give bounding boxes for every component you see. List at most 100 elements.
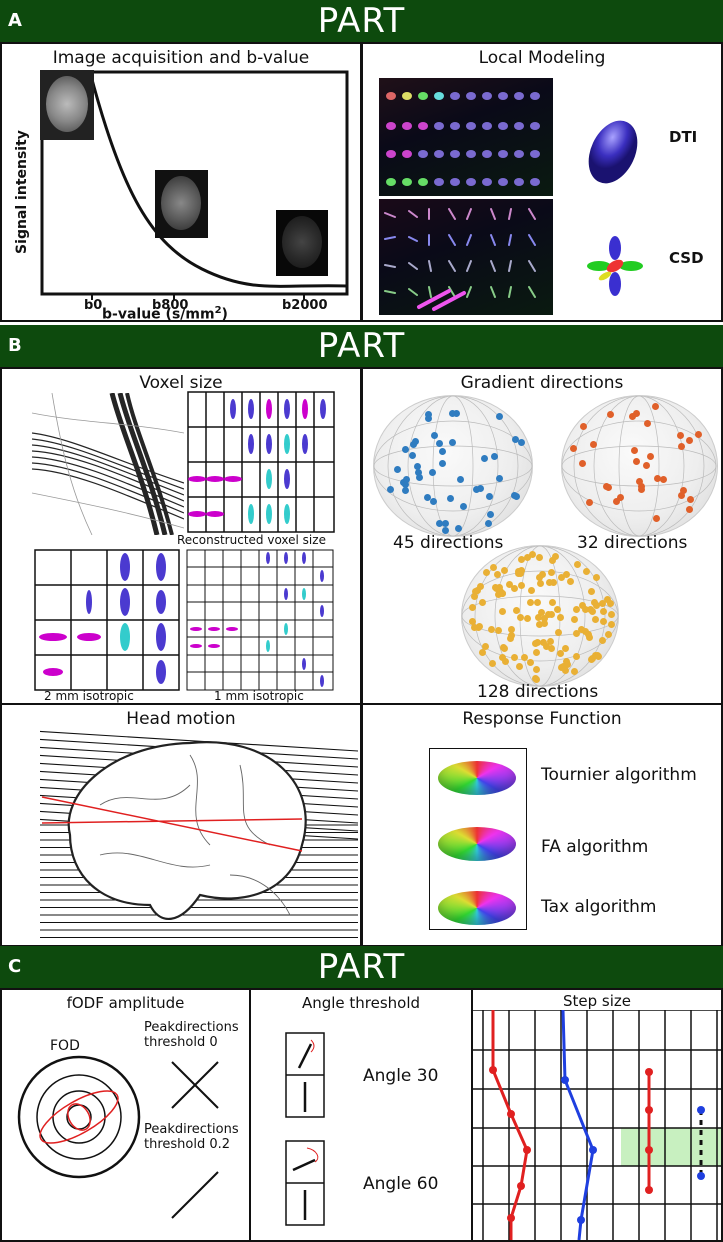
- head-motion-panel: Head motion: [0, 703, 362, 947]
- gradient-direction-point: [677, 442, 685, 450]
- gradient-direction-point: [500, 566, 508, 574]
- voxel-size-title: Voxel size: [139, 373, 223, 393]
- gradient-direction-point: [594, 652, 602, 660]
- gradient-direction-point: [603, 596, 611, 604]
- gradient-direction-point: [592, 616, 600, 624]
- gradient-direction-point: [629, 413, 637, 421]
- gradient-direction-point: [554, 606, 562, 614]
- gradient-direction-point: [527, 586, 535, 594]
- gradient-direction-point: [526, 659, 534, 667]
- gradient-direction-point: [491, 583, 499, 591]
- gradient-direction-point: [529, 550, 537, 558]
- gradient-direction-point: [653, 514, 661, 522]
- gradient-direction-point: [536, 579, 544, 587]
- tick-label-b800: b800: [152, 298, 189, 313]
- gradient-direction-point: [479, 649, 487, 657]
- gradient-direction-point: [685, 437, 693, 445]
- gradient-direction-point: [446, 494, 454, 502]
- gradient-direction-point: [608, 620, 616, 628]
- gradient-direction-point: [561, 644, 569, 652]
- gradient-direction-point: [511, 435, 519, 443]
- gradient-direction-point: [617, 494, 625, 502]
- gradient-direction-point: [589, 654, 597, 662]
- gradient-direction-point: [546, 638, 554, 646]
- gradient-direction-point: [540, 620, 548, 628]
- gradient-direction-point: [586, 499, 594, 507]
- gradient-direction-point: [469, 603, 477, 611]
- gradient-direction-point: [588, 608, 596, 616]
- part-c-title: PART: [317, 947, 406, 987]
- gradient-direction-point: [495, 475, 503, 483]
- gradient-direction-point: [481, 455, 489, 463]
- head-motion-title: Head motion: [126, 709, 236, 729]
- gradient-direction-point: [474, 587, 482, 595]
- part-a-header: A PART: [0, 0, 723, 42]
- reconstructed-voxel-label: Reconstructed voxel size: [177, 533, 326, 547]
- y-axis-label: Signal intensity: [13, 130, 30, 254]
- head-motion-slices: [40, 730, 358, 939]
- brain-image-b800: [155, 170, 208, 238]
- gradient-direction-point: [532, 648, 540, 656]
- gradient-direction-point: [438, 447, 446, 455]
- gradient-direction-point: [644, 419, 652, 427]
- gradient-direction-point: [542, 643, 550, 651]
- gradient-direction-point: [677, 432, 685, 440]
- gradient-direction-point: [557, 649, 565, 657]
- part-c-letter: C: [8, 956, 22, 977]
- gradient-direction-point: [470, 592, 478, 600]
- gradient-direction-point: [544, 610, 552, 618]
- peak-single-glyph: [171, 1171, 219, 1219]
- tax-label: Tax algorithm: [541, 897, 657, 917]
- step-size-panel: Step size: [471, 988, 723, 1242]
- angle-60-diagram: [285, 1140, 325, 1226]
- dti-glyph-field: [379, 78, 553, 196]
- gradient-direction-point: [516, 662, 524, 670]
- gradient-direction-point: [557, 574, 565, 582]
- gradient-direction-point: [561, 667, 569, 675]
- gradient-direction-point: [453, 409, 461, 417]
- gradient-direction-point: [394, 465, 402, 473]
- gradient-direction-point: [517, 438, 525, 446]
- gradient-direction-point: [607, 599, 615, 607]
- gradient-direction-point: [566, 578, 574, 586]
- gradient-direction-point: [506, 580, 514, 588]
- gradient-direction-point: [582, 606, 590, 614]
- gradient-direction-point: [600, 608, 608, 616]
- gradient-direction-point: [517, 555, 525, 563]
- gradient-direction-point: [636, 477, 644, 485]
- gradient-direction-point: [606, 410, 614, 418]
- voxel-size-panel: Voxel size Reconstructed voxel size: [0, 367, 362, 705]
- gradient-direction-point: [534, 638, 542, 646]
- gradient-direction-point: [549, 556, 557, 564]
- gradient-direction-point: [431, 432, 439, 440]
- peak-cross-glyph: [171, 1061, 219, 1109]
- response-fa-glyph: [438, 827, 516, 861]
- gradient-direction-point: [511, 654, 519, 662]
- sphere-128: [461, 545, 619, 687]
- gradient-direction-point: [573, 561, 581, 569]
- gradient-direction-point: [457, 476, 465, 484]
- gradient-direction-point: [571, 615, 579, 623]
- gradient-direction-point: [548, 599, 556, 607]
- gradient-direction-point: [599, 636, 607, 644]
- gradient-direction-point: [439, 459, 447, 467]
- gradient-direction-point: [558, 664, 566, 672]
- gradient-direction-point: [598, 599, 606, 607]
- angle-threshold-title: Angle threshold: [301, 994, 421, 1012]
- gradient-direction-point: [583, 567, 591, 575]
- gradient-direction-point: [585, 630, 593, 638]
- step-size-title: Step size: [562, 992, 631, 1010]
- brain-image-b0: [40, 70, 94, 140]
- gradient-direction-point: [441, 520, 449, 528]
- gradient-direction-point: [677, 492, 685, 500]
- gradient-direction-point: [547, 644, 555, 652]
- gradient-direction-point: [485, 493, 493, 501]
- gradient-direction-point: [493, 570, 501, 578]
- gradient-direction-point: [416, 473, 424, 481]
- gradient-direction-point: [502, 658, 510, 665]
- csd-fod-glyph: [587, 236, 643, 296]
- gradient-direction-point: [660, 476, 668, 484]
- part-c-header: C PART: [0, 946, 723, 988]
